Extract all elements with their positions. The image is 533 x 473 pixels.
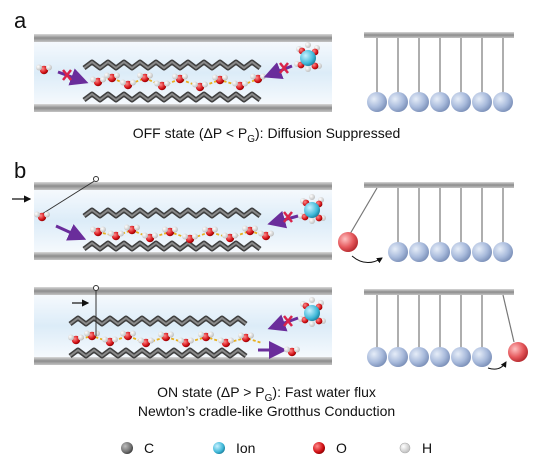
- legend-label: C: [144, 440, 155, 456]
- legend-label: O: [336, 440, 347, 456]
- caption-off-state: OFF state (ΔP < PG): Diffusion Suppresse…: [132, 125, 401, 145]
- blocked-x-icon: [283, 211, 293, 223]
- legend-item-oxygen: O: [312, 440, 347, 456]
- carbon-atom-icon: [121, 442, 133, 454]
- newtons-cradle-rest: [364, 32, 514, 112]
- panel-label-b: b: [14, 158, 27, 183]
- caption-on-state: ON state (ΔP > PG): Fast water flux: [157, 384, 376, 404]
- panel-label-a: a: [14, 8, 27, 33]
- legend-item-hydrogen: H: [398, 440, 432, 456]
- panel-b-channel-top: [12, 176, 332, 260]
- panel-a-channel: [34, 34, 332, 112]
- legend-item-carbon: C: [120, 440, 154, 456]
- hydrogen-bond-chain: [97, 77, 259, 88]
- ion-icon: [213, 442, 225, 454]
- newtons-cradle-eject: [364, 289, 528, 370]
- newtons-cradle-strike: [338, 182, 514, 264]
- oxygen-atom-icon: [313, 442, 325, 454]
- hydrogen-atom-icon: [399, 442, 411, 454]
- legend-item-ion: Ion: [212, 440, 255, 456]
- blocked-x-icon: [279, 62, 289, 74]
- legend-label: H: [422, 440, 433, 456]
- panel-b-channel-bottom: [34, 285, 332, 365]
- blocked-x-icon: [62, 69, 72, 81]
- caption-mechanism: Newton’s cradle-like Grotthus Conduction: [137, 403, 396, 419]
- legend-label: Ion: [236, 440, 256, 456]
- blocked-x-icon: [283, 315, 293, 327]
